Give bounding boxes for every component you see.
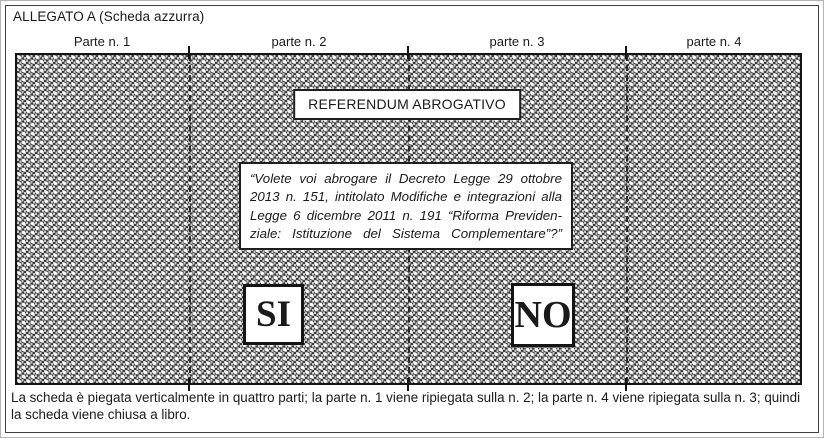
question-line: 2013 n. 151, intitolato Modifiche e inte…	[250, 189, 562, 205]
footer-note: La scheda è piegata verticalmente in qua…	[11, 390, 801, 422]
referendum-title-box: REFERENDUM ABROGATIVO	[293, 89, 521, 120]
fold-mark-bottom-3	[625, 378, 627, 391]
vote-option-si-label: SI	[256, 294, 291, 335]
fold-line-1	[189, 55, 191, 383]
question-line: Legge 6 dicembre 2011 n. 191 “Riforma Pr…	[250, 207, 562, 223]
fold-mark-top-2	[407, 46, 409, 59]
page-title: ALLEGATO A (Scheda azzurra)	[13, 9, 205, 24]
part-label-3: parte n. 3	[489, 34, 545, 49]
part-label-2: parte n. 2	[271, 34, 327, 49]
vote-option-no: NO	[511, 283, 575, 347]
ballot-sheet: REFERENDUM ABROGATIVO “Volete voi abroga…	[15, 53, 802, 385]
vote-option-no-label: NO	[514, 294, 572, 336]
fold-mark-bottom-1	[188, 378, 190, 391]
fold-mark-top-3	[625, 46, 627, 59]
question-box: “Volete voi abrogare il Decreto Legge 29…	[239, 162, 573, 251]
fold-mark-top-1	[188, 46, 190, 59]
referendum-title: REFERENDUM ABROGATIVO	[308, 96, 506, 112]
question-line: “Volete voi abrogare il Decreto Legge 29…	[250, 171, 562, 186]
vote-option-si: SI	[243, 284, 304, 345]
question-line: ziale: Istituzione del Sistema Complemen…	[250, 225, 562, 241]
fold-mark-bottom-2	[407, 378, 409, 391]
fold-line-3	[626, 55, 628, 383]
part-label-4: parte n. 4	[686, 34, 742, 49]
part-label-1: Parte n. 1	[73, 34, 131, 49]
